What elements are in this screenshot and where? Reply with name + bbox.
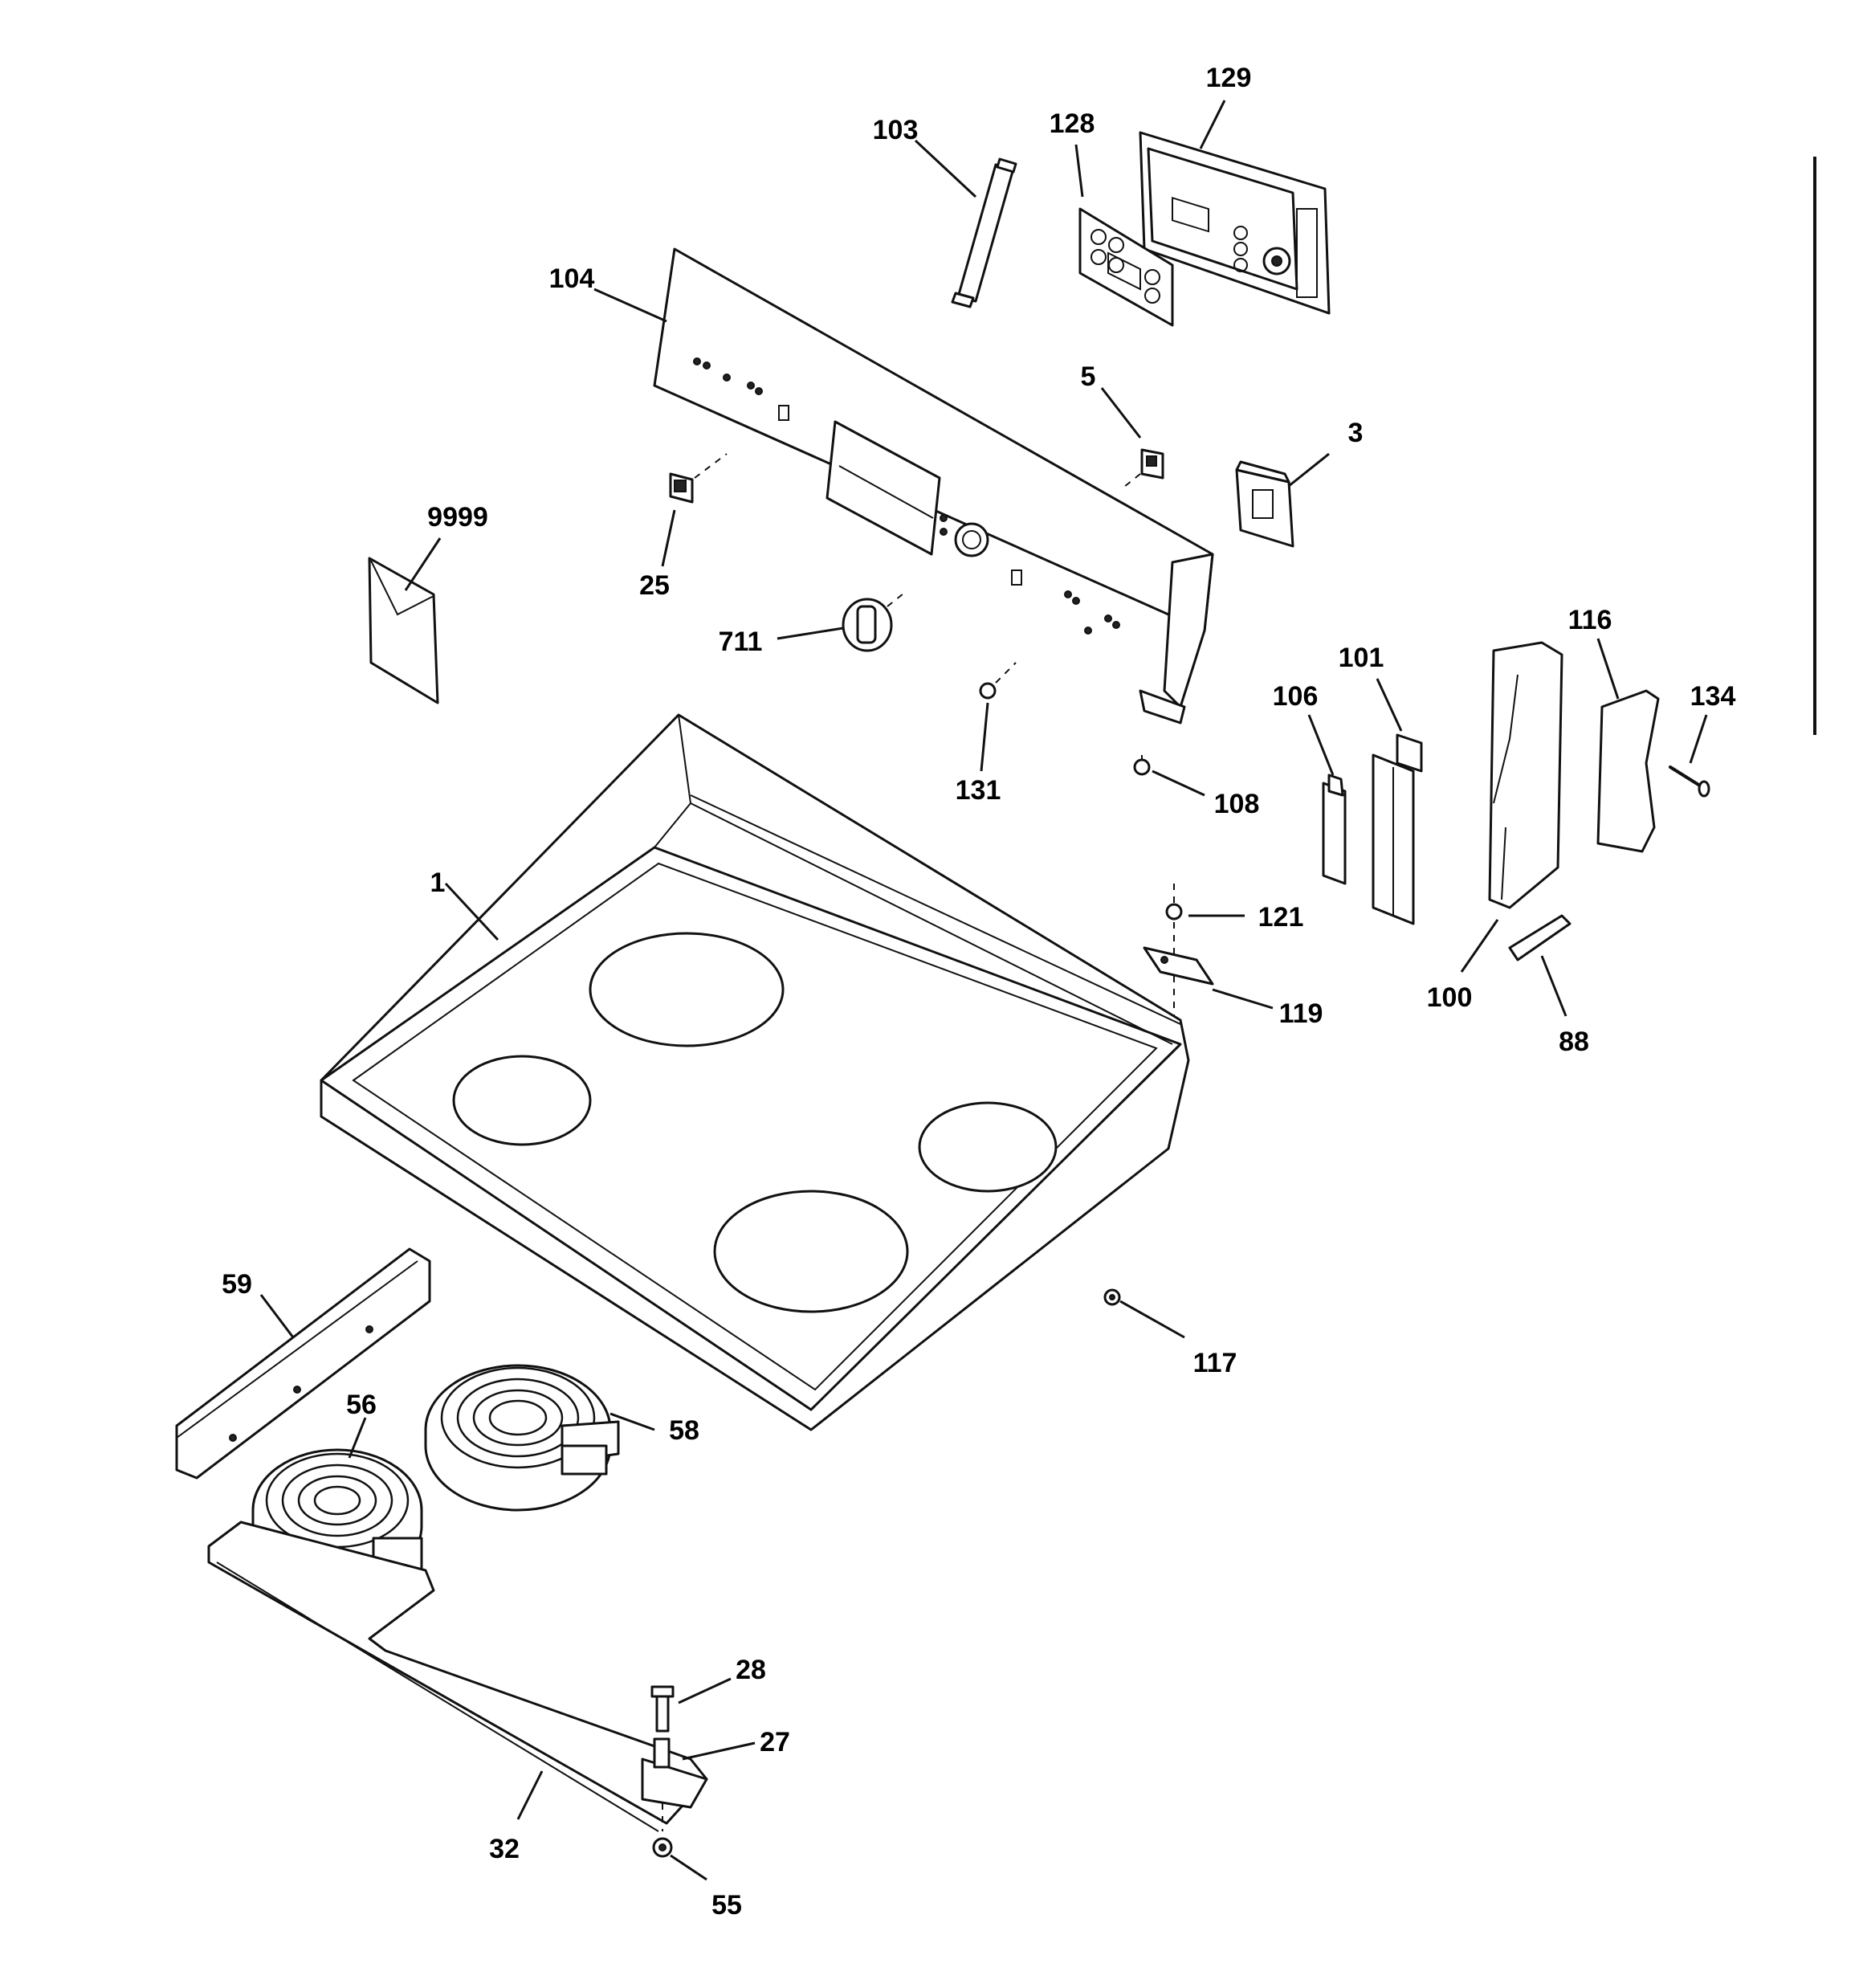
callout-27: 27 [760, 1727, 790, 1757]
part-switch-5 [1140, 448, 1164, 480]
part-bracket-106 [1322, 774, 1347, 885]
callout-121: 121 [1258, 902, 1304, 933]
callout-9999: 9999 [427, 502, 488, 533]
part-screw-131 [979, 682, 997, 700]
part-control-board-129 [1139, 131, 1331, 315]
callout-59: 59 [222, 1269, 252, 1300]
part-nut-117 [1103, 1288, 1121, 1306]
part-knob-711 [842, 598, 893, 652]
part-screw-121 [1165, 903, 1183, 921]
callout-25: 25 [639, 570, 670, 601]
callout-116: 116 [1568, 605, 1612, 635]
callout-labels: 129 103 128 104 5 3 9999 25 711 116 101 … [222, 63, 1735, 1921]
callout-1: 1 [430, 867, 446, 898]
callout-106: 106 [1273, 681, 1319, 712]
part-screw-108 [1133, 755, 1151, 776]
part-side-trim-100 [1488, 641, 1563, 909]
callout-711: 711 [719, 627, 763, 657]
part-keypad-overlay-128 [1078, 207, 1174, 327]
leader-lines [259, 100, 1708, 1881]
callout-5: 5 [1081, 361, 1096, 392]
callout-56: 56 [346, 1390, 377, 1420]
part-bracket-103 [951, 157, 1017, 308]
part-element-support-32 [207, 1521, 708, 1832]
part-backguard-104 [653, 247, 1214, 725]
callout-104: 104 [549, 263, 595, 294]
callout-131: 131 [956, 775, 1001, 806]
part-literature-9999 [368, 557, 439, 704]
callout-108: 108 [1214, 789, 1260, 819]
part-bracket-101 [1372, 733, 1423, 925]
part-radiant-element-58 [424, 1364, 620, 1512]
part-screw-134 [1669, 765, 1710, 798]
callout-100: 100 [1427, 982, 1473, 1013]
callout-32: 32 [489, 1834, 520, 1864]
part-bracket-119 [1143, 946, 1214, 986]
callout-3: 3 [1348, 418, 1364, 448]
part-clip-88 [1508, 914, 1572, 961]
callout-28: 28 [736, 1655, 766, 1685]
part-stud-28 [650, 1685, 675, 1733]
part-angle-bracket-59 [175, 1247, 431, 1480]
part-end-cap-116 [1596, 689, 1660, 853]
callout-134: 134 [1690, 681, 1736, 712]
part-stud-27 [653, 1737, 671, 1769]
callout-103: 103 [873, 115, 919, 145]
callout-88: 88 [1559, 1027, 1589, 1057]
callout-58: 58 [669, 1415, 699, 1446]
callout-117: 117 [1193, 1348, 1237, 1378]
part-cooktop-1 [320, 713, 1190, 1431]
callout-55: 55 [711, 1890, 742, 1921]
part-switch-25 [669, 472, 694, 504]
callout-101: 101 [1339, 643, 1384, 673]
part-terminal-block-3 [1235, 460, 1294, 548]
callout-128: 128 [1050, 108, 1095, 139]
callout-129: 129 [1206, 63, 1252, 93]
callout-119: 119 [1279, 998, 1323, 1029]
part-nut-55 [652, 1837, 673, 1858]
